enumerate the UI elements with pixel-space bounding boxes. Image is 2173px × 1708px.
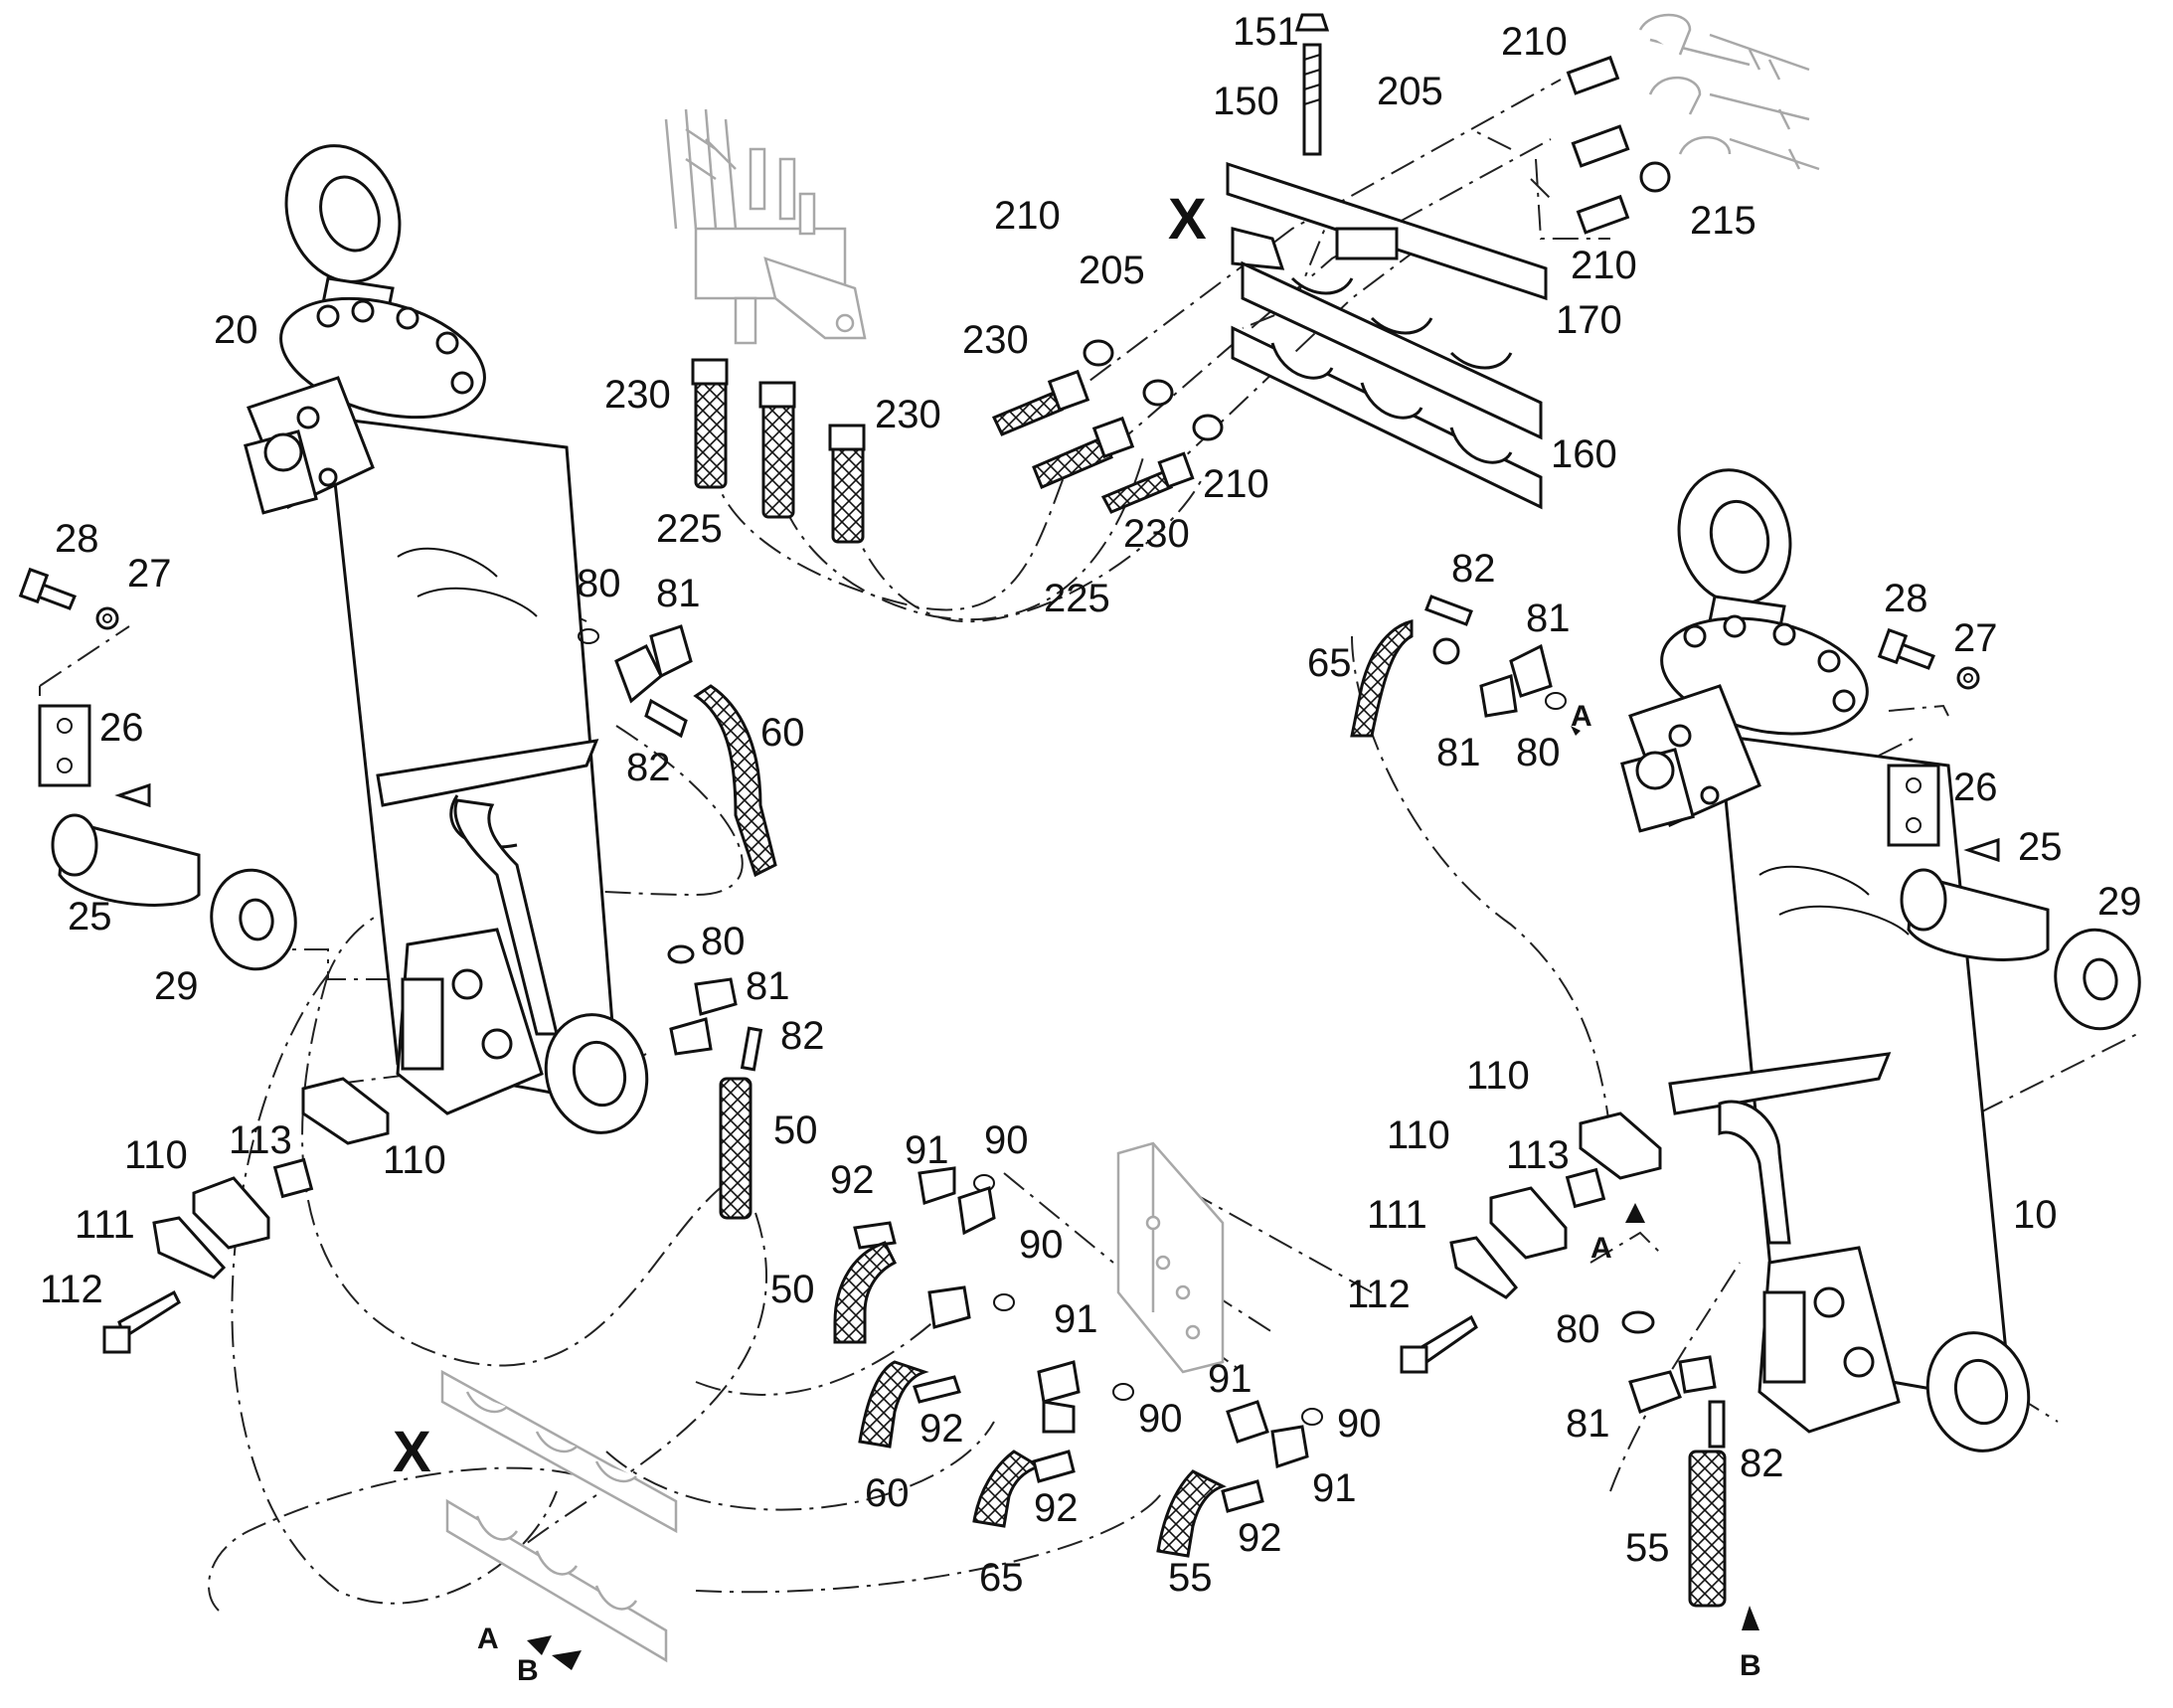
callout-230: 230 bbox=[962, 318, 1029, 362]
connection-marker-b: B bbox=[1740, 1649, 1761, 1682]
callout-26: 26 bbox=[99, 706, 144, 750]
callout-80: 80 bbox=[701, 920, 746, 963]
callout-26: 26 bbox=[1953, 766, 1998, 809]
callout-65: 65 bbox=[979, 1556, 1024, 1600]
callout-28: 28 bbox=[1884, 577, 1928, 620]
callout-82: 82 bbox=[626, 746, 671, 789]
flanges-and-seals bbox=[578, 595, 1727, 1608]
section-marker-x: X bbox=[393, 1420, 431, 1484]
callout-150: 150 bbox=[1213, 80, 1279, 123]
callout-110: 110 bbox=[124, 1133, 188, 1177]
hoses-upper bbox=[691, 339, 1224, 544]
callout-90: 90 bbox=[1337, 1402, 1382, 1446]
callout-81: 81 bbox=[746, 964, 790, 1008]
callout-215: 215 bbox=[1690, 199, 1756, 243]
callout-81: 81 bbox=[1526, 597, 1571, 640]
callout-111: 111 bbox=[75, 1203, 135, 1247]
clamp-assembly-x bbox=[1226, 13, 1548, 510]
callout-91: 91 bbox=[1208, 1357, 1253, 1401]
callout-205: 205 bbox=[1079, 249, 1145, 292]
callout-50: 50 bbox=[773, 1109, 818, 1152]
fitting-hoses-reference bbox=[1638, 13, 1820, 171]
callout-112: 112 bbox=[40, 1268, 103, 1311]
callout-80: 80 bbox=[1556, 1307, 1600, 1351]
callout-111: 111 bbox=[1367, 1193, 1427, 1237]
callout-82: 82 bbox=[1451, 547, 1496, 591]
callout-160: 160 bbox=[1551, 432, 1617, 476]
callout-55: 55 bbox=[1625, 1526, 1670, 1570]
callout-82: 82 bbox=[1740, 1442, 1784, 1485]
callout-205: 205 bbox=[1377, 70, 1443, 113]
callout-92: 92 bbox=[830, 1158, 875, 1202]
callout-210: 210 bbox=[994, 194, 1061, 238]
callout-27: 27 bbox=[127, 552, 172, 596]
callout-151: 151 bbox=[1233, 10, 1299, 54]
callout-81: 81 bbox=[656, 572, 701, 615]
callout-92: 92 bbox=[1238, 1516, 1282, 1560]
callout-60: 60 bbox=[865, 1471, 910, 1515]
connection-marker-a: A bbox=[477, 1623, 499, 1655]
flow-arrows bbox=[527, 726, 1759, 1670]
callout-92: 92 bbox=[919, 1407, 964, 1451]
callout-50: 50 bbox=[770, 1268, 815, 1311]
callout-110: 110 bbox=[1466, 1054, 1530, 1098]
callout-81: 81 bbox=[1566, 1402, 1610, 1446]
callout-230: 230 bbox=[604, 373, 671, 417]
callout-25: 25 bbox=[68, 895, 112, 939]
callout-110: 110 bbox=[383, 1138, 446, 1182]
valve-block-reference bbox=[664, 108, 867, 345]
callout-80: 80 bbox=[577, 562, 621, 605]
section-marker-x: X bbox=[1168, 187, 1207, 252]
callout-210: 210 bbox=[1571, 244, 1637, 287]
callout-113: 113 bbox=[1506, 1133, 1570, 1177]
callout-230: 230 bbox=[875, 393, 941, 436]
callout-113: 113 bbox=[229, 1118, 292, 1162]
callout-210: 210 bbox=[1501, 20, 1568, 64]
callout-92: 92 bbox=[1034, 1486, 1079, 1530]
connection-marker-a: A bbox=[1571, 700, 1592, 733]
callout-60: 60 bbox=[760, 711, 805, 755]
callout-210: 210 bbox=[1203, 462, 1269, 506]
callout-225: 225 bbox=[1044, 577, 1110, 620]
callout-10: 10 bbox=[2013, 1193, 2058, 1237]
callout-labels: 151 150 210 205 X 210 205 215 210 170 23… bbox=[40, 10, 2142, 1687]
manifold-plate bbox=[1116, 1141, 1225, 1374]
callout-81: 81 bbox=[1436, 731, 1481, 774]
callout-28: 28 bbox=[55, 517, 99, 561]
callout-90: 90 bbox=[984, 1118, 1029, 1162]
fittings-top-right bbox=[1566, 55, 1671, 235]
callout-29: 29 bbox=[2097, 880, 2142, 924]
callout-20: 20 bbox=[214, 308, 258, 352]
callout-170: 170 bbox=[1556, 298, 1622, 342]
clamp-assembly-x-reference bbox=[440, 1369, 678, 1663]
callout-65: 65 bbox=[1307, 641, 1352, 685]
callout-225: 225 bbox=[656, 507, 723, 551]
cylinder-left bbox=[244, 144, 649, 1134]
cylinder-right bbox=[1620, 468, 2031, 1452]
callout-90: 90 bbox=[1019, 1223, 1064, 1267]
callout-80: 80 bbox=[1516, 731, 1561, 774]
pins-and-washers bbox=[18, 567, 2141, 1031]
connection-marker-a: A bbox=[1590, 1232, 1612, 1265]
callout-110: 110 bbox=[1387, 1113, 1450, 1157]
callout-55: 55 bbox=[1168, 1556, 1213, 1600]
callout-90: 90 bbox=[1138, 1397, 1183, 1441]
callout-112: 112 bbox=[1347, 1273, 1411, 1316]
callout-91: 91 bbox=[1312, 1466, 1357, 1510]
callout-25: 25 bbox=[2018, 825, 2063, 869]
callout-91: 91 bbox=[905, 1128, 949, 1172]
brackets-and-bolts bbox=[102, 1077, 1662, 1374]
callout-91: 91 bbox=[1054, 1297, 1098, 1341]
callout-230: 230 bbox=[1123, 512, 1190, 556]
callout-29: 29 bbox=[154, 964, 199, 1008]
callout-82: 82 bbox=[780, 1014, 825, 1058]
callout-27: 27 bbox=[1953, 616, 1998, 660]
connection-marker-b: B bbox=[517, 1654, 539, 1687]
